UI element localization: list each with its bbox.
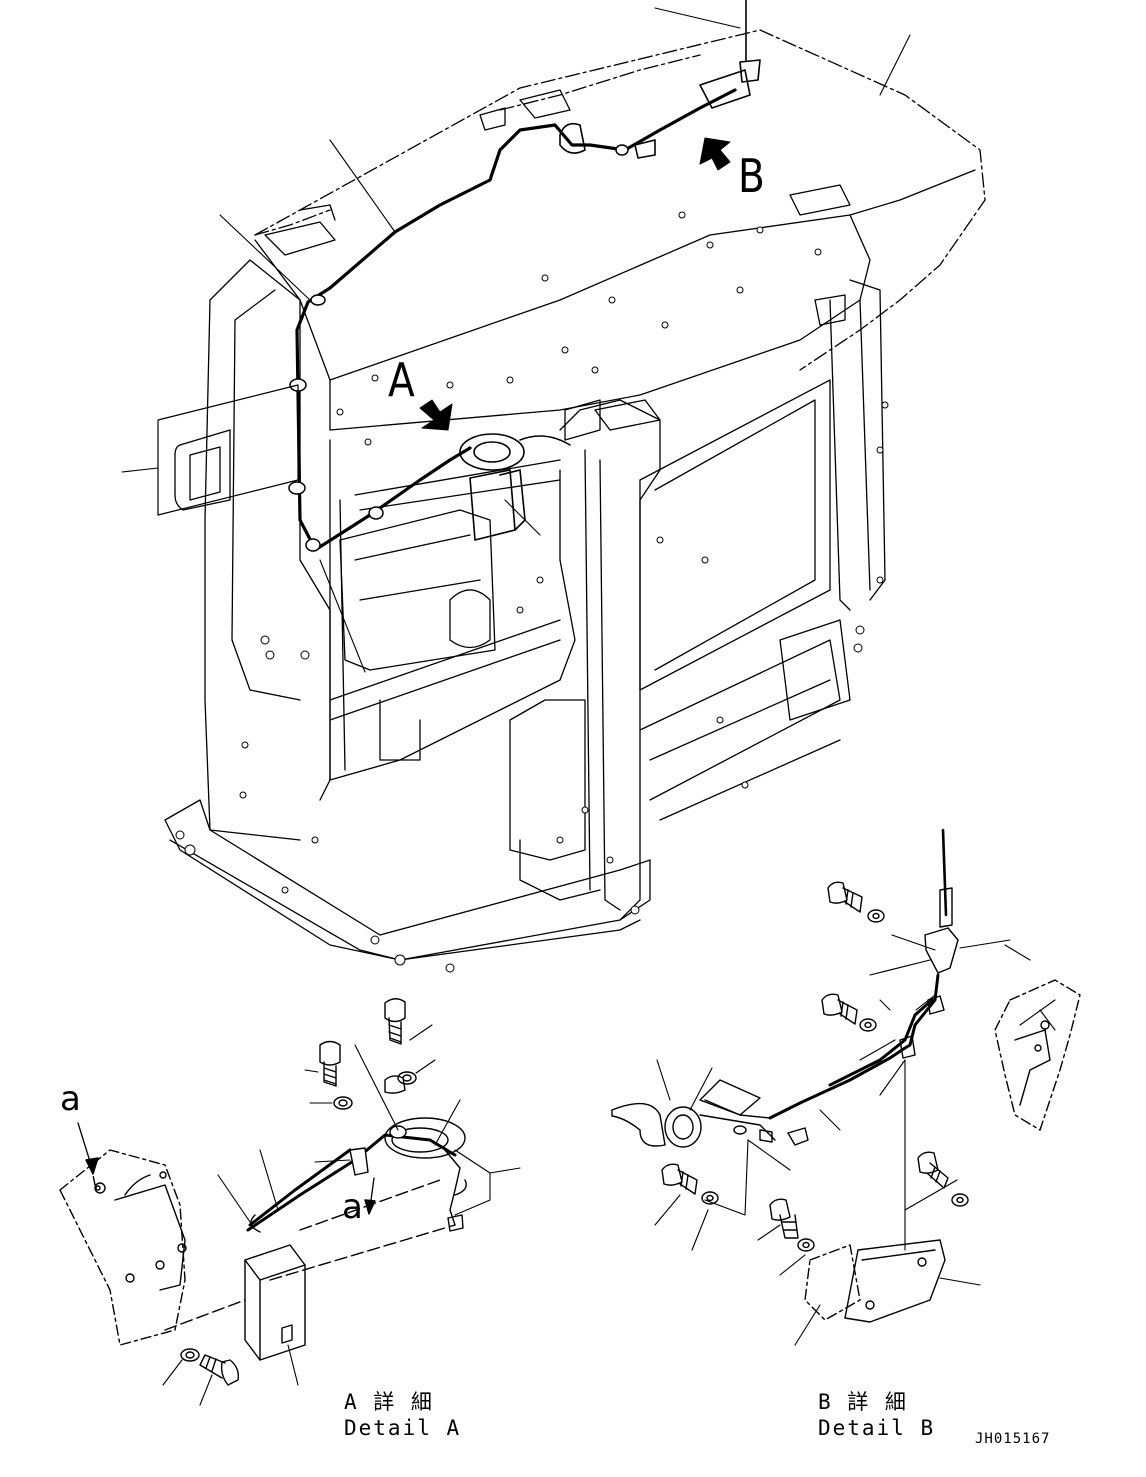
view-arrow-a bbox=[419, 399, 453, 431]
callout-arrow-a-detail: a bbox=[342, 1187, 363, 1227]
bolt-b3 bbox=[661, 1163, 698, 1195]
callout-view-b: B bbox=[738, 149, 765, 203]
view-arrow-b bbox=[699, 137, 731, 171]
detail-b-caption-jp: B 詳 細 bbox=[818, 1390, 908, 1414]
detail-a bbox=[59, 998, 521, 1406]
bolt-a2 bbox=[384, 998, 406, 1094]
bolt-a3 bbox=[199, 1354, 240, 1386]
callout-arrow-a-left: a bbox=[60, 1079, 81, 1119]
windshield-frame bbox=[329, 439, 576, 781]
bolt-b1 bbox=[827, 881, 863, 913]
washer-a3 bbox=[180, 1348, 200, 1362]
cab-frame bbox=[164, 29, 986, 961]
detail-a-caption-jp: A 詳 細 bbox=[344, 1390, 434, 1414]
cab-base bbox=[164, 799, 651, 961]
roof-outline bbox=[254, 29, 986, 371]
side-window bbox=[639, 379, 831, 691]
drawing-code: JH015167 bbox=[975, 1431, 1051, 1447]
detail-b bbox=[611, 828, 1081, 1346]
bolt-b2 bbox=[821, 993, 858, 1025]
detail-b-caption-en: Detail B bbox=[818, 1416, 936, 1440]
leader-lines bbox=[121, 7, 911, 673]
washer-b2 bbox=[859, 1018, 877, 1032]
callout-view-a: A bbox=[388, 353, 415, 407]
clamp-callout-box bbox=[157, 384, 299, 516]
washer-b1 bbox=[867, 909, 885, 923]
washer-b3 bbox=[701, 1191, 719, 1205]
grab-handle bbox=[174, 429, 231, 511]
right-pillar bbox=[559, 399, 661, 921]
antenna-base-main bbox=[559, 0, 761, 159]
harness-clamps bbox=[288, 144, 629, 552]
washer-b4 bbox=[797, 1238, 815, 1252]
left-pillar bbox=[209, 259, 331, 801]
washer-a2 bbox=[397, 1071, 417, 1085]
detail-a-caption-en: Detail A bbox=[344, 1416, 462, 1440]
controller-at-a bbox=[459, 433, 571, 541]
bolt-a1 bbox=[319, 1040, 341, 1087]
washer-b5 bbox=[951, 1193, 969, 1207]
rear-pillar bbox=[849, 279, 886, 601]
controller-box bbox=[244, 1244, 306, 1361]
washer-a1 bbox=[333, 1096, 353, 1110]
cab-fastener-dots bbox=[175, 211, 889, 973]
bolt-b4 bbox=[769, 1198, 799, 1239]
bolt-b5 bbox=[917, 1151, 949, 1189]
antenna-harness bbox=[295, 88, 737, 552]
